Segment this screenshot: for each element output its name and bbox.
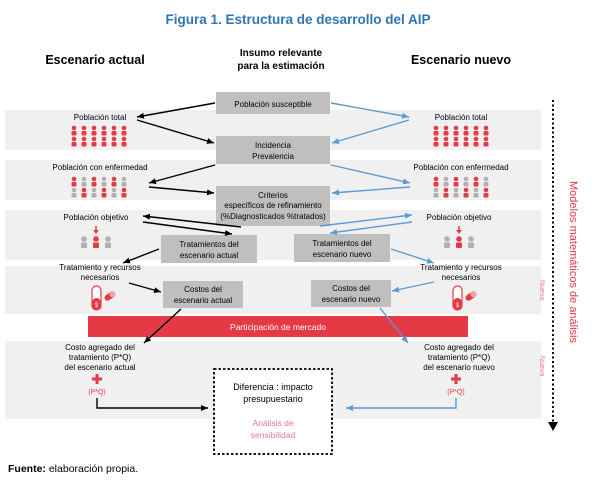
box-costos-actual-line2: escenario actual (174, 296, 232, 305)
box-criterios-line3: (%Diagnosticados %tratados) (220, 212, 326, 221)
bar-participacion-label: Participación de mercado (230, 322, 326, 332)
box-criterios-line2: específicos de refinamiento (224, 201, 322, 210)
left-people-icons-total (71, 125, 127, 147)
box-costos-actual (163, 281, 243, 308)
header-insumo-line1: Insumo relevante (240, 48, 323, 59)
side-arrow-head (548, 422, 558, 431)
left-tratamiento-line1: Tratamiento y recursos (59, 263, 141, 272)
nueva-tag-2: Nueva (538, 356, 545, 376)
right-objetivo-label: Población objetivo (427, 213, 492, 222)
left-pill-icon: $ (91, 285, 116, 311)
right-pq-label: (P*Q) (447, 389, 465, 396)
box-diferencia-sensibilidad (213, 368, 333, 455)
svg-text:$: $ (456, 303, 460, 309)
right-people-icons-total (433, 125, 489, 147)
right-costo-line2: tratamiento (P*Q) (428, 353, 491, 362)
right-costo-line3: del escenario nuevo (423, 363, 495, 372)
left-costo-line3: del escenario actual (64, 363, 135, 372)
arrows-nuevo (319, 102, 457, 411)
left-con-enfermedad-label: Población con enfermedad (52, 163, 147, 172)
header-escenario-nuevo: Escenario nuevo (411, 53, 511, 67)
left-costo-line1: Costo agregado del (65, 343, 135, 352)
right-pill-icon: $ (452, 285, 477, 311)
box-tratamientos-nuevo-line1: Tratamientos del (312, 239, 372, 248)
box-tratamientos-nuevo (294, 234, 390, 262)
svg-text:$: $ (95, 303, 99, 309)
nueva-tag-1: Nueva (538, 280, 545, 300)
source-text: elaboración propia. (46, 463, 138, 475)
diferencia-line2: presupuestario (243, 394, 303, 404)
box-criterios (216, 186, 330, 226)
left-costo-line2: tratamiento (P*Q) (69, 353, 132, 362)
right-tratamiento-line1: Tratamiento y recursos (420, 263, 502, 272)
analisis-line1: Análisis de (252, 418, 293, 428)
diferencia-line1: Diferencia : impacto (233, 382, 313, 392)
right-con-enfermedad-label: Población con enfermedad (413, 163, 508, 172)
figure-title: Figura 1. Estructura de desarrollo del A… (165, 12, 430, 27)
box-incidencia-line2: Prevalencia (252, 152, 294, 161)
analisis-line2: sensibilidad (251, 430, 296, 440)
right-costo-line1: Costo agregado del (424, 343, 494, 352)
box-incidencia-prevalencia (216, 136, 330, 164)
box-poblacion-susceptible-label: Población susceptible (234, 100, 312, 109)
header-insumo-line2: para la estimación (237, 61, 324, 72)
box-costos-nuevo-line2: escenario nuevo (322, 295, 381, 304)
left-objetivo-icons (81, 226, 111, 248)
left-people-icons-enfermedad (71, 176, 127, 198)
box-costos-nuevo (311, 280, 391, 307)
box-tratamientos-actual (161, 235, 257, 263)
right-poblacion-total-label: Población total (435, 113, 488, 122)
box-tratamientos-actual-line2: escenario actual (180, 251, 238, 260)
side-label-modelos: Modelos matemáticos de análisis (567, 181, 579, 344)
box-criterios-line1: Criterios (258, 191, 288, 200)
source-bold: Fuente: (8, 463, 46, 475)
box-costos-nuevo-line1: Costos del (332, 284, 370, 293)
left-plus-icon (92, 374, 102, 384)
right-plus-icon (451, 374, 461, 384)
left-tratamiento-line2: necesarios (81, 273, 120, 282)
source-line: Fuente: elaboración propia. (8, 463, 138, 475)
header-escenario-actual: Escenario actual (45, 53, 144, 67)
box-costos-actual-line1: Costos del (184, 285, 222, 294)
bar-participacion-mercado (88, 316, 468, 337)
left-objetivo-label: Población objetivo (64, 213, 129, 222)
right-tratamiento-line2: necesarios (442, 273, 481, 282)
box-poblacion-susceptible (216, 92, 330, 114)
arrows-actual (96, 102, 242, 411)
left-pq-label: (P*Q) (88, 389, 106, 396)
right-people-icons-enfermedad (433, 176, 489, 198)
box-tratamientos-nuevo-line2: escenario nuevo (313, 250, 372, 259)
box-tratamientos-actual-line1: Tratamientos del (179, 240, 239, 249)
right-objetivo-icons (444, 226, 474, 248)
box-incidencia-line1: Incidencia (255, 141, 292, 150)
left-poblacion-total-label: Población total (74, 113, 127, 122)
